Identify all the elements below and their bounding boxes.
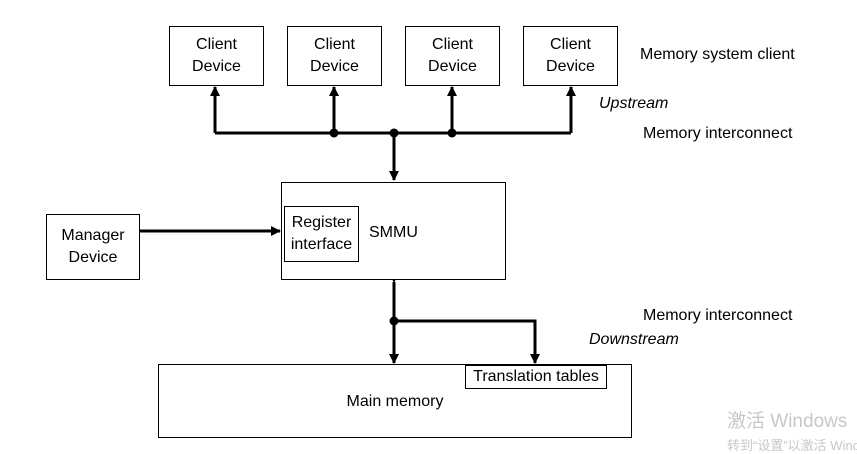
junction-dot bbox=[329, 128, 339, 138]
junction-dot bbox=[447, 128, 457, 138]
client-device-label: Client bbox=[550, 36, 591, 53]
manager-device-label: Device bbox=[68, 249, 118, 266]
memory-interconnect-top-label: Memory interconnect bbox=[643, 125, 793, 142]
main-memory-title: Main memory bbox=[346, 393, 444, 410]
register-interface-box: Register interface bbox=[284, 206, 359, 262]
client-device-label: Client bbox=[432, 36, 473, 53]
manager-device-box: Manager Device bbox=[46, 214, 140, 280]
downstream-label: Downstream bbox=[589, 331, 679, 348]
register-interface-label: Register bbox=[291, 214, 352, 231]
translation-tables-connector bbox=[394, 319, 540, 364]
client-device-label: Client bbox=[314, 36, 355, 53]
upstream-label: Upstream bbox=[599, 95, 669, 112]
client-device-label: Device bbox=[428, 58, 477, 75]
translation-tables-box: Translation tables bbox=[465, 365, 607, 389]
client-device-label: Device bbox=[546, 58, 595, 75]
smmu-title: SMMU bbox=[369, 224, 418, 241]
activation-watermark-title: 激活 Windows bbox=[727, 411, 848, 432]
main-memory-box: Main memory Translation tables bbox=[158, 364, 632, 438]
memory-interconnect-bottom-label: Memory interconnect bbox=[643, 307, 793, 324]
client-device-box: Client Device bbox=[523, 26, 618, 86]
client-device-box: Client Device bbox=[287, 26, 382, 86]
smmu-box: Register interface SMMU bbox=[281, 182, 506, 280]
client-device-label: Device bbox=[310, 58, 359, 75]
memory-system-client-label: Memory system client bbox=[640, 46, 795, 63]
client-device-box: Client Device bbox=[405, 26, 500, 86]
client-device-label: Device bbox=[192, 58, 241, 75]
client-device-label: Client bbox=[196, 36, 237, 53]
register-interface-label: interface bbox=[290, 236, 353, 253]
client-device-box: Client Device bbox=[169, 26, 264, 86]
translation-tables-label: Translation tables bbox=[473, 368, 599, 385]
manager-device-label: Manager bbox=[61, 227, 125, 244]
activation-watermark-subtitle: 转到“设置”以激活 Windows。 bbox=[727, 438, 857, 453]
